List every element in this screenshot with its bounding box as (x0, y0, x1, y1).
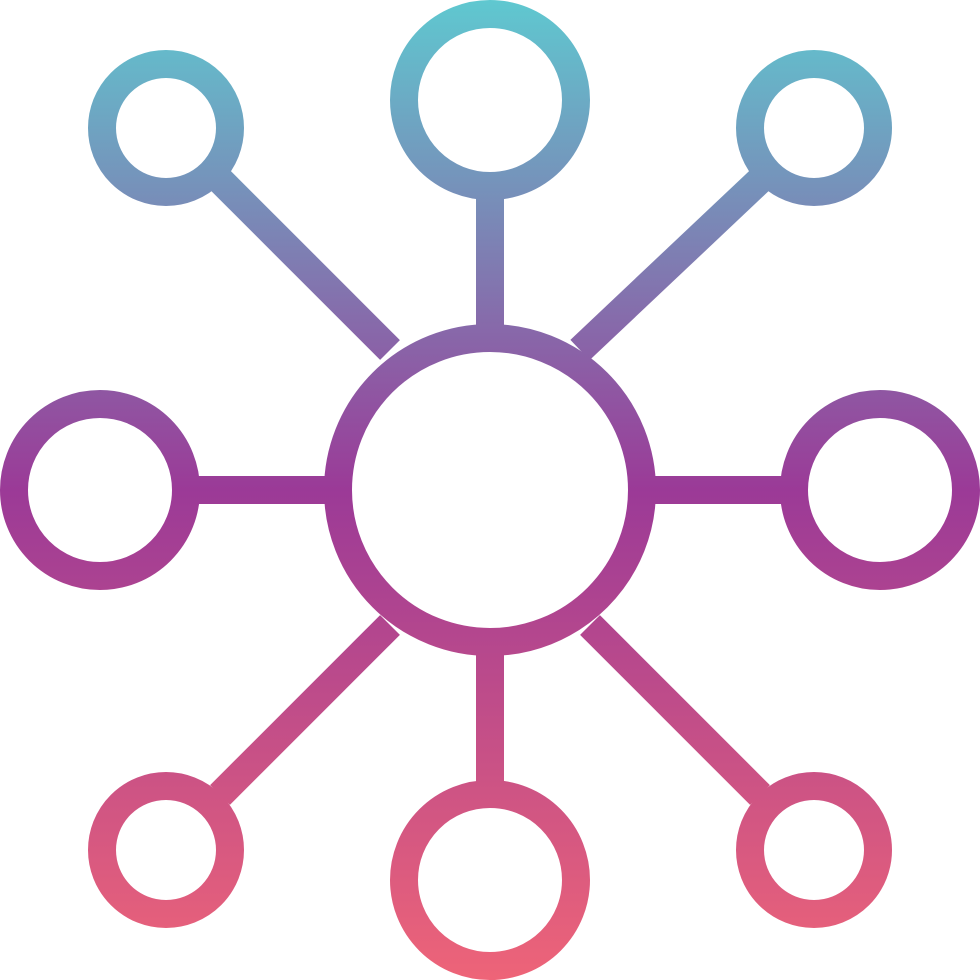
node-bottom-right (736, 772, 892, 928)
connector-top-left (210, 170, 400, 360)
connector-top-right (570, 169, 770, 361)
node-top-left (88, 50, 244, 206)
node-bottom-left (88, 772, 244, 928)
node-top (390, 0, 590, 200)
node-left (0, 390, 200, 590)
hub-node (324, 324, 656, 656)
node-top-right (736, 50, 892, 206)
node-right (780, 390, 980, 590)
connector-bottom-left (210, 615, 400, 805)
connector-bottom-right (580, 615, 770, 805)
node-bottom (390, 780, 590, 980)
